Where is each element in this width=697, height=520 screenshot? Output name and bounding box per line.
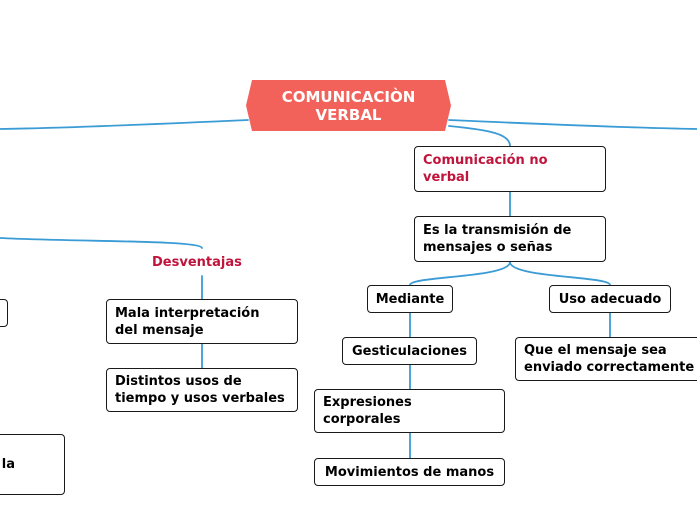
node-mensaje-label: Que el mensaje sea enviado correctamente <box>524 343 695 375</box>
node-expresiones-label: Expresiones corporales <box>323 395 412 427</box>
node-mala-label: Mala interpretación del mensaje <box>115 305 260 338</box>
label-desventajas[interactable]: Desventajas <box>152 255 242 270</box>
node-mediante[interactable]: Mediante <box>367 285 453 313</box>
node-mala-interpretacion[interactable]: Mala interpretación del mensaje <box>106 299 298 344</box>
link-root-right <box>448 119 697 130</box>
link-root-comunicacion <box>448 125 511 147</box>
node-distintos-label: Distintos usos de tiempo y usos verbales <box>115 374 285 406</box>
node-comunicacion-label: Comunicación no verbal <box>423 153 548 185</box>
node-definicion-label: Es la transmisión de mensajes o señas <box>423 223 572 255</box>
node-comunicacion-no-verbal[interactable]: Comunicación no verbal <box>414 146 606 192</box>
node-left-cut[interactable]: la <box>0 434 65 495</box>
node-movimientos-de-manos[interactable]: Movimientos de manos <box>314 458 505 486</box>
node-uso-adecuado[interactable]: Uso adecuado <box>549 285 671 313</box>
node-expresiones-corporales[interactable]: Expresiones corporales <box>314 389 505 433</box>
node-gesticulaciones-label: Gesticulaciones <box>352 343 467 359</box>
link-root-left <box>0 119 249 130</box>
link-definicion-uso <box>509 261 611 286</box>
node-gesticulaciones[interactable]: Gesticulaciones <box>342 337 477 365</box>
node-mediante-label: Mediante <box>375 291 445 307</box>
node-uso-label: Uso adecuado <box>558 291 662 307</box>
node-left-cut-label: la <box>1 457 15 472</box>
root-node[interactable]: COMUNICACIÒN VERBAL <box>246 80 451 131</box>
node-definicion[interactable]: Es la transmisión de mensajes o señas <box>414 216 606 262</box>
root-title: COMUNICACIÒN VERBAL <box>281 87 416 124</box>
node-movimientos-label: Movimientos de manos <box>324 464 495 480</box>
node-distintos-usos[interactable]: Distintos usos de tiempo y usos verbales <box>106 368 298 412</box>
link-left-desventajas <box>0 237 203 249</box>
node-left-edge-partial[interactable] <box>0 299 8 327</box>
link-definicion-mediante <box>409 261 511 286</box>
node-mensaje-enviado[interactable]: Que el mensaje sea enviado correctamente <box>515 337 697 381</box>
root-hexagon-shape <box>246 80 451 131</box>
